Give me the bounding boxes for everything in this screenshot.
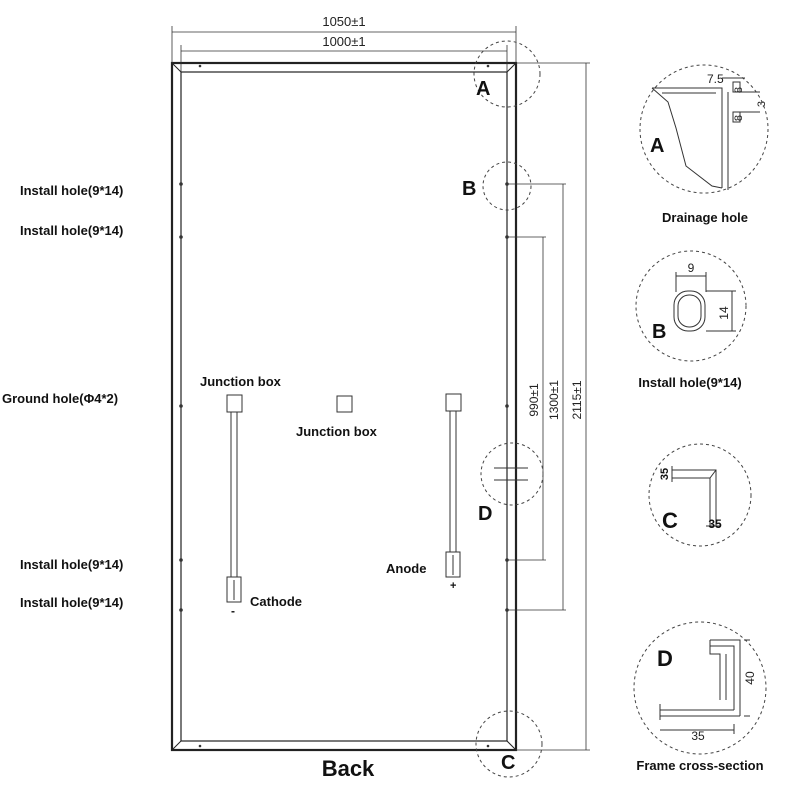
ground-hole-right: [505, 404, 509, 408]
length-dimensions: [507, 62, 590, 751]
junction-box-label-2: Junction box: [296, 424, 378, 439]
hole-left-3: [179, 558, 183, 562]
callout-b-letter: B: [462, 178, 476, 200]
detail-c-dim-top: 35: [659, 468, 671, 480]
detail-a-dim-8a: 8: [733, 87, 745, 93]
install-hole-label-2: Install hole(9*14): [20, 223, 123, 238]
outer-width-label: 1050±1: [322, 14, 365, 29]
detail-a-dim-75: 7.5: [707, 72, 724, 86]
cathode-label: Cathode: [250, 594, 302, 609]
anode-sign: +: [450, 580, 456, 592]
callout-a-letter: A: [476, 78, 490, 100]
install-hole-label-1: Install hole(9*14): [20, 183, 123, 198]
detail-b-caption: Install hole(9*14): [638, 375, 741, 390]
detail-b: 9 14 B Install hole(9*14): [635, 250, 747, 390]
view-title: Back: [322, 756, 375, 781]
cathode-sign: -: [231, 604, 235, 618]
ground-hole-left: [179, 404, 183, 408]
detail-a-dim-8b: 8: [733, 115, 745, 121]
detail-d: 40 35 D Frame cross-section: [633, 621, 767, 773]
detail-d-dim-h: 40: [743, 671, 757, 685]
length-2115-label: 2115±1: [570, 380, 584, 419]
callout-c-letter: C: [501, 752, 515, 774]
detail-a-letter: A: [650, 135, 664, 157]
junction-box-label-1: Junction box: [200, 374, 282, 389]
detail-c-dim-bottom: 35: [708, 517, 722, 531]
width-dimensions: [171, 26, 517, 72]
drain-hole-1: [198, 64, 202, 68]
callout-c-circle: [475, 710, 543, 778]
inner-width-label: 1000±1: [322, 34, 365, 49]
hole-right-4: [505, 608, 509, 612]
detail-b-dim-w: 9: [688, 261, 695, 275]
spacing-990-label: 990±1: [527, 383, 541, 417]
detail-b-letter: B: [652, 321, 666, 343]
callout-d-circle: [480, 442, 544, 506]
drain-hole-4: [486, 744, 490, 748]
detail-c-letter: C: [662, 508, 678, 533]
hole-right-2: [505, 235, 509, 239]
drain-hole-3: [198, 744, 202, 748]
hole-left-2: [179, 235, 183, 239]
junction-box-right: [445, 393, 462, 412]
junction-boxes: [226, 393, 462, 603]
detail-a-dim-3: 3: [756, 101, 768, 107]
detail-d-dim-w: 35: [691, 729, 705, 743]
hole-left-4: [179, 608, 183, 612]
detail-b-dim-h: 14: [717, 306, 731, 320]
hole-right-3: [505, 558, 509, 562]
break-marks: [494, 467, 528, 481]
hole-left-1: [179, 182, 183, 186]
install-hole-label-3: Install hole(9*14): [20, 557, 123, 572]
ground-hole-label: Ground hole(Φ4*2): [2, 391, 118, 406]
junction-box-left: [226, 394, 243, 413]
junction-box-middle: [336, 395, 353, 413]
detail-d-letter: D: [657, 646, 673, 671]
install-hole-label-4: Install hole(9*14): [20, 595, 123, 610]
mounting-holes: [179, 64, 509, 748]
spacing-1300-label: 1300±1: [547, 380, 561, 420]
callout-circles: [473, 40, 544, 778]
hole-right-1: [505, 182, 509, 186]
detail-a: 7.5 8 3 8 A Drainage hole: [639, 64, 769, 225]
callout-b-circle: [482, 161, 532, 211]
detail-a-caption: Drainage hole: [662, 210, 748, 225]
detail-c: 35 35 C: [648, 443, 752, 547]
callout-d-letter: D: [478, 503, 492, 525]
callout-a-circle: [473, 40, 541, 108]
detail-d-caption: Frame cross-section: [636, 758, 763, 773]
drain-hole-2: [486, 64, 490, 68]
anode-label: Anode: [386, 561, 426, 576]
